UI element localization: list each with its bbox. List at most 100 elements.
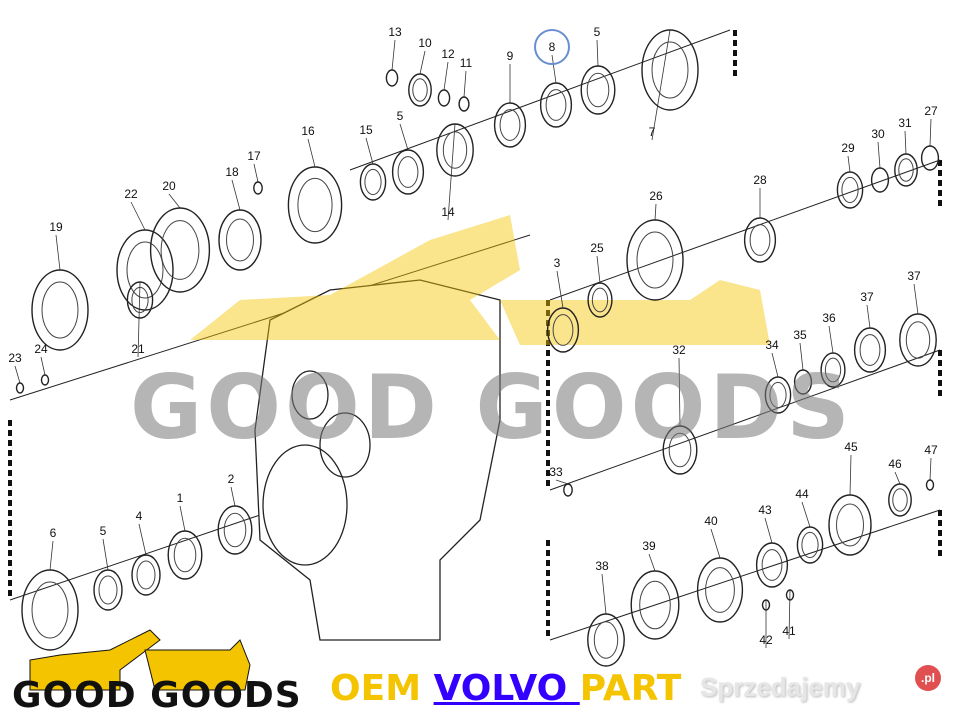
part-43 — [755, 542, 789, 588]
highlight-circle — [534, 29, 570, 65]
part-44 — [796, 526, 824, 564]
leader-line — [877, 141, 881, 169]
part-label: 8 — [548, 40, 556, 54]
watermark-text: GOOD GOODS — [130, 356, 854, 459]
part-inner — [769, 381, 787, 409]
part-label: 6 — [49, 526, 57, 540]
leader-line — [14, 365, 21, 384]
leader-line — [764, 517, 773, 544]
leader-line — [253, 163, 259, 183]
part-inner — [364, 168, 382, 196]
frame-line — [549, 509, 941, 641]
part-label: 36 — [822, 311, 836, 325]
part-label: 9 — [506, 49, 514, 63]
part-9 — [493, 102, 527, 148]
part-label: 31 — [898, 116, 912, 130]
part-10 — [408, 73, 432, 107]
leader-line — [130, 201, 146, 231]
leader-line — [49, 540, 54, 571]
part-35 — [793, 369, 813, 395]
leader-line — [447, 123, 456, 221]
leader-line — [601, 573, 607, 615]
logo-loader — [29, 629, 161, 691]
part-inner — [173, 537, 197, 573]
leader-line — [847, 155, 851, 173]
part-8 — [539, 82, 573, 128]
banner-brand-link[interactable]: VOLVO — [433, 668, 580, 709]
part-inner — [545, 89, 567, 121]
part-34 — [764, 376, 792, 414]
frame-line — [349, 29, 731, 171]
part-label: 29 — [841, 141, 855, 155]
leader-line — [230, 486, 236, 507]
logo: GOOD GOODS — [12, 675, 302, 716]
leader-line — [551, 54, 557, 84]
leader-line — [866, 304, 871, 329]
leader-line — [137, 281, 141, 358]
part-inner — [160, 220, 200, 280]
part-3 — [546, 307, 580, 353]
part-6 — [21, 569, 79, 651]
banner-oem: OEM — [330, 668, 434, 709]
part-inner — [892, 488, 908, 512]
leader-line — [828, 325, 834, 354]
housing-bore — [319, 412, 371, 478]
part-inner — [836, 503, 864, 547]
part-label: 2 — [227, 472, 235, 486]
part-label: 38 — [595, 559, 609, 573]
part-label: 20 — [162, 179, 176, 193]
housing-bore — [262, 444, 348, 566]
part-inner — [898, 158, 914, 182]
part-15 — [359, 163, 387, 201]
part-inner — [442, 131, 468, 169]
part-inner — [131, 286, 149, 314]
leader-line — [929, 118, 932, 147]
part-inner — [905, 321, 931, 359]
leader-line — [904, 130, 907, 155]
leader-line — [555, 479, 569, 485]
part-21 — [126, 281, 154, 319]
banner-part: PART — [579, 668, 682, 709]
part-label: 25 — [590, 241, 604, 255]
part-inner — [412, 78, 428, 102]
part-29 — [836, 171, 864, 209]
part-label: 17 — [247, 149, 261, 163]
part-23 — [15, 382, 25, 394]
part-41 — [785, 589, 795, 601]
part-label: 22 — [124, 187, 138, 201]
part-label: 30 — [871, 127, 885, 141]
site-watermark: Sprzedajemy — [700, 672, 861, 702]
part-label: 5 — [396, 109, 404, 123]
part-label: 39 — [642, 539, 656, 553]
part-label: 37 — [907, 269, 921, 283]
part-label: 40 — [704, 514, 718, 528]
part-label: 43 — [758, 503, 772, 517]
part-5 — [93, 569, 123, 611]
part-36 — [820, 352, 846, 388]
part-inner — [98, 575, 118, 605]
part-label: 21 — [131, 342, 145, 356]
part-27 — [920, 145, 940, 171]
part-39 — [630, 570, 680, 640]
part-inner — [636, 231, 674, 289]
leader-line — [913, 283, 919, 315]
leader-line — [556, 270, 564, 309]
part-label: 28 — [753, 173, 767, 187]
part-33 — [563, 483, 573, 497]
leader-line — [596, 255, 601, 284]
part-inner — [705, 567, 735, 613]
part-label: 44 — [795, 487, 809, 501]
part-inner — [397, 156, 419, 188]
leader-line — [419, 50, 426, 75]
leader-line — [849, 454, 852, 496]
part-label: 47 — [924, 443, 938, 457]
part-4 — [131, 554, 161, 596]
part-13 — [385, 69, 399, 87]
part-label: 4 — [135, 509, 143, 523]
leader-line — [771, 352, 779, 378]
frame-line — [9, 234, 531, 401]
part-inner — [126, 241, 164, 299]
part-label: 19 — [49, 220, 63, 234]
part-inner — [668, 432, 692, 468]
